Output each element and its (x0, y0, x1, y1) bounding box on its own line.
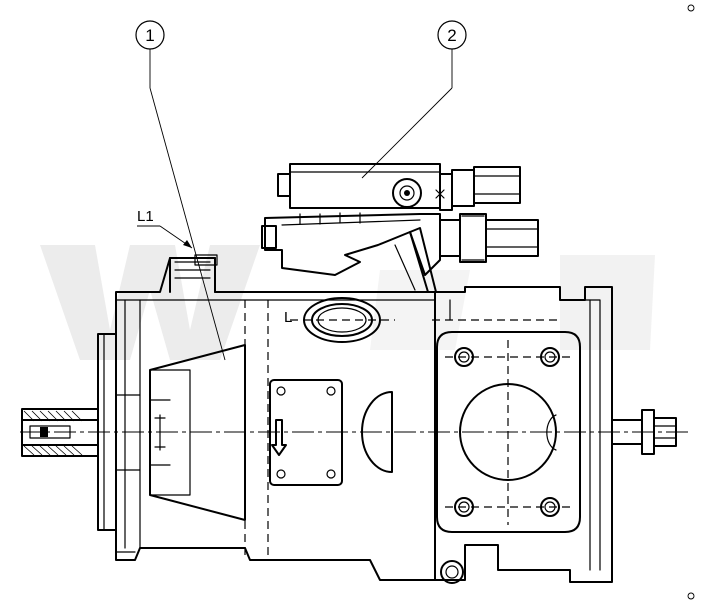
balloon-1-number: 1 (145, 26, 154, 45)
control-valve (261, 163, 539, 293)
l1-callout: L1 (137, 208, 193, 249)
port-l-boss (290, 297, 560, 343)
label-l1: L1 (137, 208, 154, 225)
housing-recess (361, 391, 393, 473)
name-plate (269, 379, 343, 486)
leader-line-2-diagonal (361, 87, 453, 179)
balloon-2-number: 2 (447, 26, 456, 45)
pump-housing (115, 254, 436, 581)
leader-line-1-diagonal (149, 87, 226, 361)
end-cover (434, 286, 613, 584)
label-l: L (284, 309, 292, 326)
balloon-1-group: 1 (135, 20, 226, 361)
l1-arrowhead (183, 240, 192, 248)
corner-marks (687, 4, 695, 600)
balloon-2-group: 2 (361, 20, 467, 179)
watermark (40, 245, 655, 360)
rear-plug (611, 409, 677, 455)
input-shaft (21, 408, 99, 457)
